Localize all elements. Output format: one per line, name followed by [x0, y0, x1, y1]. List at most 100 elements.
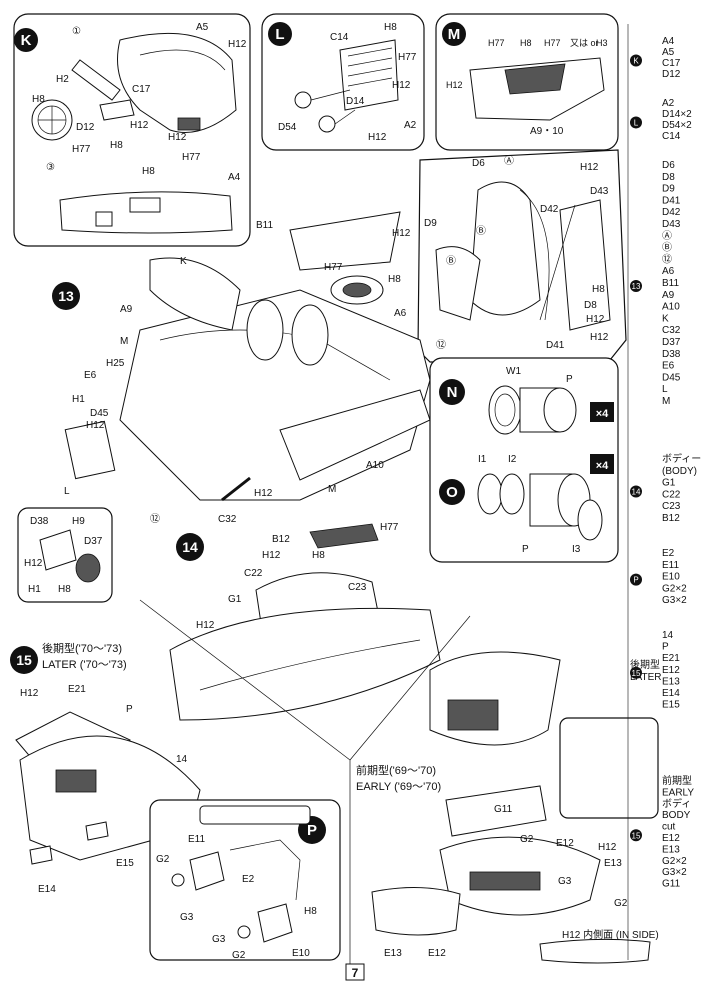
sidebar-part: E12 [662, 833, 680, 844]
sidebar-part: C17 [662, 58, 681, 69]
k-callout: H8 [32, 94, 45, 105]
p13-callout: L [64, 486, 70, 497]
sidebar-part: E14 [662, 688, 680, 699]
sidebar-part: P [662, 642, 669, 653]
p14-callout: H77 [380, 522, 399, 533]
sidebar-part: B11 [662, 278, 679, 289]
p15-later-jp: 後期型('70〜'73) [42, 641, 122, 655]
p13i-callout: D41 [546, 340, 565, 351]
panel-o-letter: O [446, 484, 458, 501]
sidebar-badge-label: 13 [632, 282, 641, 291]
pp-callout: G3 [212, 934, 226, 945]
pp-callout: E2 [242, 874, 255, 885]
p14-callout: C22 [244, 568, 263, 579]
k-callout: A4 [228, 172, 241, 183]
pd-callout: H12 [24, 558, 43, 569]
later-right-en: LATER [630, 672, 662, 683]
sidebar-part: A9 [662, 290, 675, 301]
p13-callout: M [328, 484, 336, 495]
early-label-en: EARLY ('69〜'70) [356, 781, 441, 793]
p15-callout: H12 [20, 688, 39, 699]
m-callout: H3 [596, 38, 608, 48]
early-callout: G3 [558, 876, 572, 887]
p13i-callout: D9 [424, 218, 437, 229]
sidebar-part: K [662, 313, 669, 324]
k-callout: C17 [132, 84, 151, 95]
sidebar-part: E10 [662, 572, 680, 583]
sidebar-part: D43 [662, 219, 681, 230]
panel-l-letter: L [275, 26, 284, 43]
sidebar-badge-label: 15 [632, 831, 641, 840]
p13i-callout: Ⓐ [504, 155, 514, 167]
k-callout: H8 [142, 166, 155, 177]
sidebar-part: E21 [662, 653, 680, 664]
panel-m-letter: M [448, 26, 461, 43]
panel-p: P [149, 799, 341, 961]
p13i-callout: H12 [586, 314, 605, 325]
po-callout: I1 [478, 454, 487, 465]
p13-callout: H12 [392, 228, 411, 239]
panel-14: 14 [169, 523, 441, 721]
k-callout: H12 [168, 132, 187, 143]
pp-callout: G3 [180, 912, 194, 923]
p13i-callout: Ⓑ [476, 225, 486, 237]
pp-callout: G2 [232, 950, 246, 961]
k-callout: A5 [196, 22, 209, 33]
sidebar-badge [630, 666, 642, 679]
panel-p-letter: P [307, 822, 317, 839]
early-callout: G2 [520, 834, 534, 845]
p14-callout: H8 [312, 550, 325, 561]
sidebar-part: A5 [662, 47, 675, 58]
sidebar-part: G1 [662, 478, 676, 489]
panel-13-inset [417, 149, 627, 363]
sidebar-part: C23 [662, 501, 681, 512]
sidebar-part: 前期型 [662, 774, 692, 787]
sidebar-part: D6 [662, 160, 675, 171]
sidebar-badge [630, 54, 642, 67]
sidebar-part: ボディ [662, 797, 691, 810]
pd-callout: D37 [84, 536, 103, 547]
l-callout: H77 [398, 52, 417, 63]
p15-callout: P [126, 704, 133, 715]
panel-early [371, 651, 659, 964]
sidebar-part: EARLY [662, 787, 694, 798]
p15-callout: 14 [176, 754, 188, 765]
panel-m: M [435, 13, 619, 151]
sidebar-badge-label: 15 [632, 669, 641, 678]
panel-o: O ×4 [439, 454, 614, 541]
sidebar-part: D38 [662, 349, 681, 360]
sidebar-part: A10 [662, 302, 680, 313]
l-callout: D54 [278, 122, 297, 133]
pn-callout: P [566, 374, 573, 385]
sidebar-part: ⑫ [662, 253, 672, 265]
early-inside-label: H12 内側面 (IN SIDE) [562, 928, 659, 941]
p13-callout: M [120, 336, 128, 347]
sidebar-part: G2×2 [662, 856, 687, 867]
early-callout: E13 [384, 948, 402, 959]
pp-callout: E11 [188, 834, 205, 845]
sidebar-part: A2 [662, 98, 675, 109]
p13-callout: C32 [218, 514, 237, 525]
sidebar-part: G2×2 [662, 583, 687, 594]
p13-callout: H77 [324, 262, 343, 273]
p15-callout: E21 [68, 684, 86, 695]
sidebar-part: G3×2 [662, 595, 687, 606]
sidebar-part: cut [662, 822, 676, 833]
p13-callout: H12 [254, 488, 273, 499]
p13-callout: H1 [72, 394, 85, 405]
panel-n-letter: N [447, 384, 458, 401]
p13i-callout: H12 [590, 332, 609, 343]
p14-callout: C23 [348, 582, 367, 593]
sidebar-part: D45 [662, 372, 681, 383]
sidebar-part: D41 [662, 195, 681, 206]
pd-callout: D38 [30, 516, 49, 527]
p13-callout: ⑫ [150, 513, 160, 525]
parts-sidebar: KA4A5C17D12LA2D14×2D54×2C1413D6D8D9D41D4… [630, 36, 701, 890]
sidebar-part: D9 [662, 184, 675, 195]
k-callout: H12 [228, 39, 247, 50]
sidebar-part: 14 [662, 630, 674, 641]
p15-later-en: LATER ('70〜'73) [42, 659, 127, 671]
p13-callout: H8 [388, 274, 401, 285]
